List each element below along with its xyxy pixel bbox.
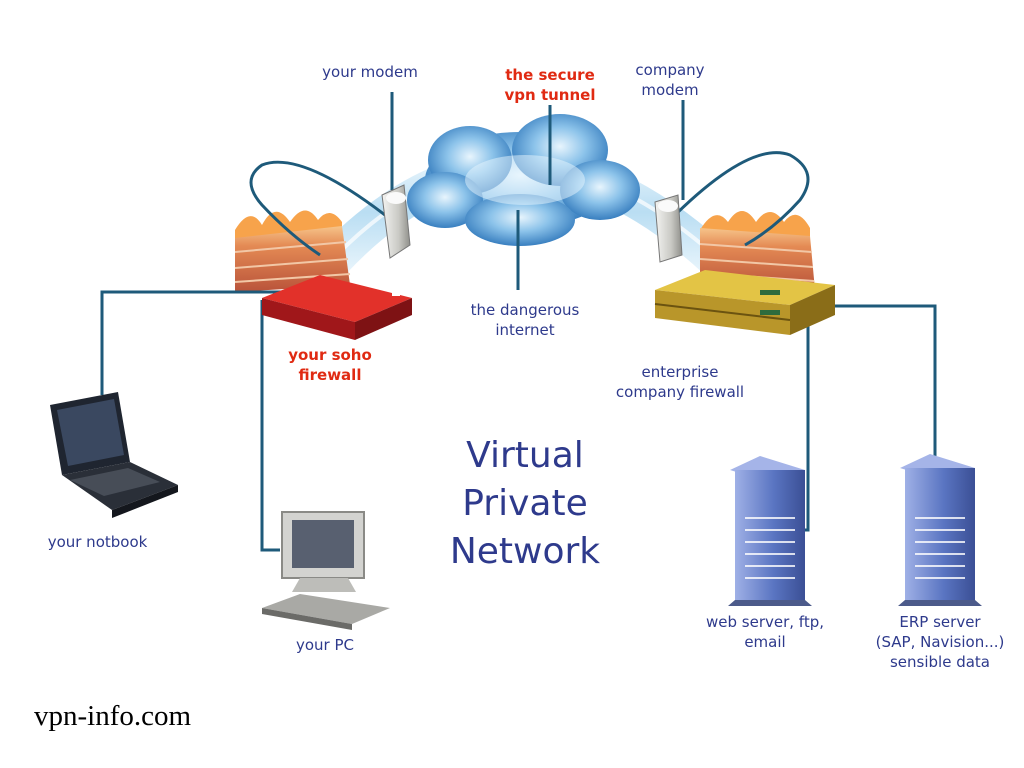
company-modem-device — [654, 194, 683, 263]
label-erp-server: ERP server (SAP, Navision...) sensible d… — [875, 613, 1005, 671]
soho-firewall-device — [262, 275, 412, 340]
notebook-device — [50, 392, 178, 518]
erp-server-device — [898, 454, 982, 606]
pc-device — [262, 511, 390, 630]
label-enterprise-firewall: enterprise company firewall — [615, 363, 745, 401]
label-notebook: your notbook — [47, 533, 148, 551]
enterprise-firewall-device — [654, 270, 835, 335]
internet-cloud — [407, 114, 640, 246]
label-pc: your PC — [295, 636, 354, 654]
label-web-server: web server, ftp, email — [706, 613, 824, 651]
network-cables — [100, 92, 937, 552]
diagram-title: Virtual Private Network — [449, 435, 601, 572]
web-server-device — [728, 456, 812, 606]
source-credit: vpn-info.com — [34, 700, 192, 732]
label-company-modem: company modem — [635, 61, 705, 99]
your-modem-device — [381, 184, 411, 259]
label-dangerous-internet: the dangerous internet — [470, 301, 580, 339]
label-secure-vpn-tunnel: the secure vpn tunnel — [504, 66, 596, 104]
label-soho-firewall: your soho firewall — [288, 346, 372, 384]
label-your-modem: your modem — [322, 63, 418, 81]
